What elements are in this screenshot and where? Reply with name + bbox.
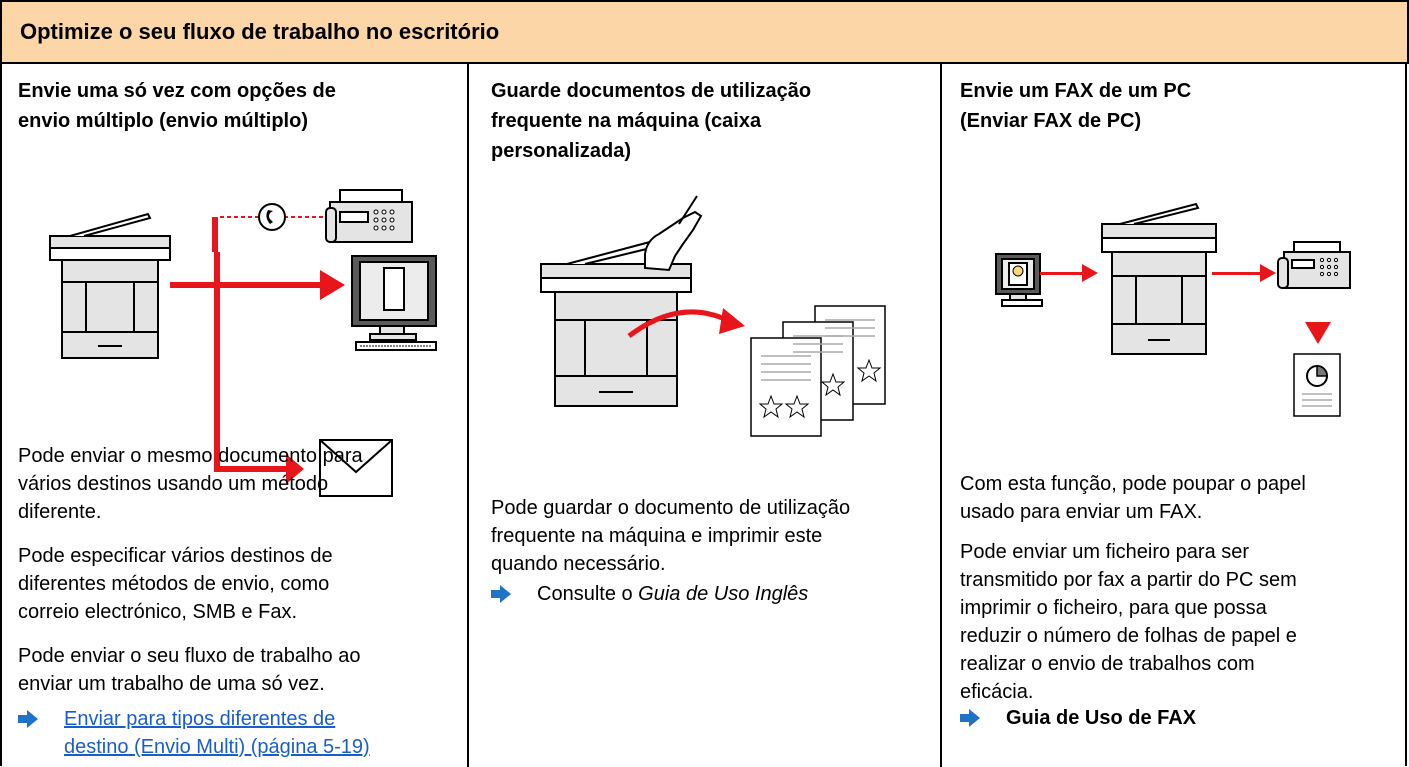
send-arrows — [170, 252, 345, 484]
title-line: frequente na máquina (caixa — [491, 110, 762, 132]
text-line: diferente. — [18, 501, 102, 523]
printer-icon — [1101, 202, 1217, 355]
title-line: Guarde documentos de utilização — [491, 80, 812, 102]
column-multi-send: Envie uma só vez com opções de envio múl… — [0, 64, 467, 767]
fax-machine-icon — [1277, 241, 1351, 289]
text-line: Pode enviar o seu fluxo de trabalho ao — [18, 645, 361, 667]
text-line: Com esta função, pode poupar o papel — [960, 473, 1306, 495]
column-divider — [467, 64, 469, 767]
arrow-right-icon — [960, 709, 980, 727]
column-divider — [940, 64, 942, 767]
reference-link[interactable]: destino (Envio Multi) (página 5-19) — [64, 736, 370, 758]
text-line: imprimir o ficheiro, para que possa — [960, 597, 1267, 619]
title-line: (Enviar FAX de PC) — [960, 110, 1142, 132]
description-paragraph: Pode enviar o mesmo documento para vário… — [18, 442, 363, 526]
computer-icon — [351, 255, 437, 351]
envelope-icon — [319, 439, 393, 497]
reference-guide-name: Guia de Uso de FAX — [1006, 707, 1197, 729]
reference-link[interactable]: Enviar para tipos diferentes de — [64, 708, 336, 730]
text-line: reduzir o número de folhas de papel e — [960, 625, 1297, 647]
text-line: transmitido por fax a partir do PC sem — [960, 569, 1297, 591]
documents-icon — [750, 305, 886, 437]
text-line: realizar o envio de trabalhos com — [960, 653, 1255, 675]
multi-send-illustration — [49, 189, 437, 497]
red-arrow-icon — [627, 309, 729, 338]
reference-prefix: Consulte o — [537, 583, 639, 605]
custom-box-illustration — [540, 195, 886, 437]
description-paragraph: Pode especificar vários destinos de dife… — [18, 542, 333, 626]
description-paragraph: Com esta função, pode poupar o papel usa… — [960, 470, 1306, 526]
hand-icon — [644, 195, 703, 272]
column-custom-box: Guarde documentos de utilização frequent… — [469, 64, 940, 767]
column-title: Envie um FAX de um PC (Enviar FAX de PC) — [960, 76, 1191, 136]
page-title: Optimize o seu fluxo de trabalho no escr… — [20, 19, 500, 44]
text-line: Pode guardar o documento de utilização — [491, 497, 851, 519]
reference-guide-name: Guia de Uso Inglês — [638, 583, 809, 605]
fax-machine-icon — [325, 189, 413, 243]
text-line: vários destinos usando um método — [18, 473, 329, 495]
reference-row: Consulte o Guia de Uso Inglês — [491, 580, 808, 608]
text-line: Pode enviar um ficheiro para ser — [960, 541, 1250, 563]
text-line: frequente na máquina e imprimir este — [491, 525, 823, 547]
reference-row: Guia de Uso de FAX — [960, 704, 1196, 732]
pc-fax-illustration — [995, 202, 1351, 417]
column-pc-fax: Envie um FAX de um PC (Enviar FAX de PC) — [942, 64, 1407, 767]
description-paragraph: Pode guardar o documento de utilização f… — [491, 494, 850, 578]
title-line: envio múltiplo (envio múltiplo) — [18, 110, 308, 132]
title-line: personalizada) — [491, 140, 632, 162]
text-line: enviar um trabalho de uma só vez. — [18, 673, 325, 695]
document-icon — [1293, 353, 1341, 417]
title-line: Envie uma só vez com opções de — [18, 80, 336, 102]
text-line: usado para enviar um FAX. — [960, 501, 1203, 523]
text-line: correio electrónico, SMB e Fax. — [18, 601, 297, 623]
text-line: Pode enviar o mesmo documento para — [18, 445, 363, 467]
text-line: Pode especificar vários destinos de — [18, 545, 333, 567]
text-line: quando necessário. — [491, 553, 666, 575]
reference-link-row: Enviar para tipos diferentes de destino … — [18, 705, 370, 761]
description-paragraph: Pode enviar o seu fluxo de trabalho ao e… — [18, 642, 360, 698]
phone-icon — [258, 203, 286, 231]
description-paragraph: Pode enviar um ficheiro para ser transmi… — [960, 538, 1297, 706]
arrow-right-icon — [491, 585, 511, 603]
column-title: Guarde documentos de utilização frequent… — [491, 76, 811, 166]
title-line: Envie um FAX de um PC — [960, 80, 1192, 102]
printer-icon — [49, 212, 171, 359]
column-title: Envie uma só vez com opções de envio múl… — [18, 76, 336, 136]
computer-icon — [995, 253, 1043, 307]
arrow-right-icon — [18, 710, 38, 728]
send-arrows — [1040, 264, 1331, 344]
text-line: eficácia. — [960, 681, 1034, 703]
section-header: Optimize o seu fluxo de trabalho no escr… — [0, 0, 1409, 64]
text-line: diferentes métodos de envio, como — [18, 573, 330, 595]
